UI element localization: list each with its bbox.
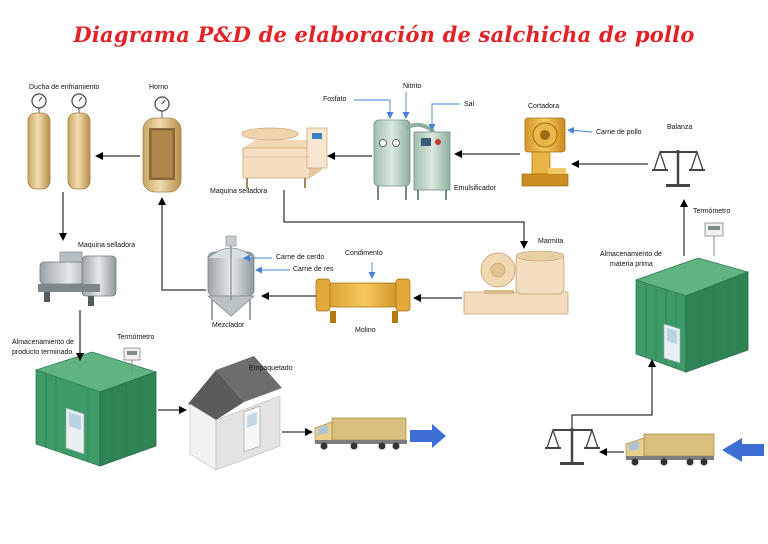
label-carne-res: Carne de res: [293, 266, 334, 273]
label-maquina-selladora-left: Maquina selladora: [78, 242, 136, 249]
process-flow-lines: [59, 150, 688, 456]
diagram-title: Diagrama P&D de elaboración de salchicha…: [73, 22, 695, 47]
label-cortadora: Cortadora: [528, 103, 560, 110]
label-sal: Sal: [464, 101, 475, 108]
cooling-shower-icon: [27, 93, 91, 190]
output-arrow-icon: [410, 424, 446, 448]
label-molino: Molino: [355, 327, 376, 334]
label-almacen-mp-1: Almacenamiento de: [600, 251, 662, 258]
label-horno: Horno: [149, 84, 169, 91]
packaging-house-icon: [188, 356, 282, 471]
oven-icon: [142, 96, 182, 193]
thermometer-left-icon: [123, 347, 141, 372]
label-almacen-mp-2: materia prima: [610, 261, 653, 268]
label-carne-pollo: Carne de pollo: [596, 129, 642, 136]
label-mezclador: Mezclador: [212, 322, 245, 329]
label-ducha: Ducha de enfriamiento: [29, 84, 100, 91]
label-balanza: Balanza: [667, 124, 693, 131]
scale-bottom-icon: [545, 427, 600, 465]
label-fosfato: Fosfato: [323, 96, 347, 103]
raw-material-storage-icon: [634, 257, 750, 373]
finished-product-storage-icon: [34, 351, 158, 467]
label-almacen-pt-1: Almacenamiento de: [12, 339, 74, 346]
input-arrow-icon: [722, 438, 764, 462]
label-termometro-right: Termómetro: [693, 208, 731, 215]
label-carne-cerdo: Carne de cerdo: [276, 254, 325, 261]
delivery-truck-left-icon: [314, 417, 407, 450]
label-empaquetado: Empaquetado: [249, 365, 293, 372]
label-condimento: Condimento: [345, 250, 383, 257]
mixer-icon: [206, 235, 256, 320]
ingredient-input-lines: [243, 92, 593, 279]
label-nitrito: Nitrito: [403, 83, 422, 90]
label-almacen-pt-2: producto terminado: [12, 349, 73, 356]
emulsifier-icon: [373, 119, 451, 200]
scale-top-icon: [652, 149, 705, 187]
mill-icon: [315, 278, 411, 323]
cutter-icon: [521, 117, 569, 187]
label-termometro-left: Termómetro: [117, 334, 155, 341]
sealing-machine-left-icon: [38, 251, 117, 306]
delivery-truck-right-icon: [625, 433, 715, 466]
label-emulsificador: Emulsificador: [454, 185, 497, 192]
kettle-icon: [463, 250, 569, 315]
label-maquina-selladora-top: Maquina selladora: [210, 188, 268, 195]
sealing-machine-top-icon: [241, 127, 328, 188]
thermometer-right-icon: [704, 222, 724, 256]
label-marmita: Marmita: [538, 238, 564, 245]
